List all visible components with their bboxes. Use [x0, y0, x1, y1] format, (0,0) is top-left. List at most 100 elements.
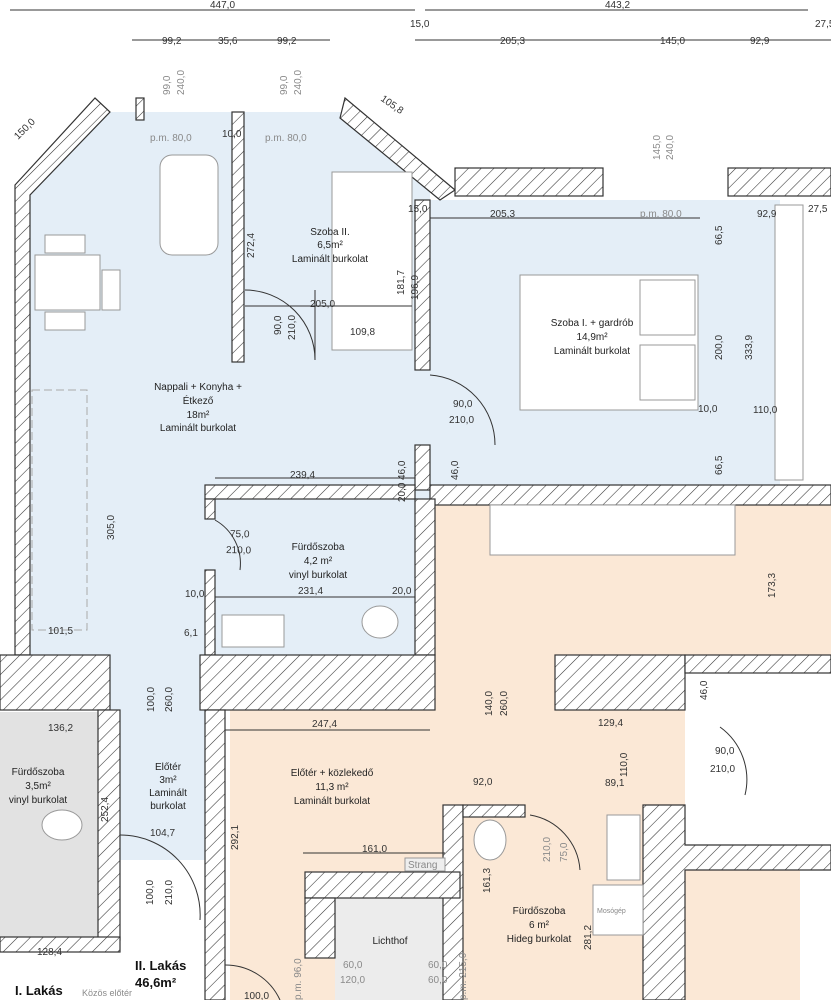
- wall: [97, 709, 121, 941]
- window-height: 240,0: [176, 70, 187, 95]
- dimension-label: 210,0: [287, 315, 298, 340]
- dimension-label: 100,0: [146, 687, 157, 712]
- wall: [414, 498, 436, 656]
- room-furdoszoba-3: Fürdőszoba 6 m² Hideg burkolat: [507, 906, 572, 945]
- washing-machine: [592, 884, 644, 936]
- dimension-label: 92,0: [473, 777, 493, 788]
- dimension-label: 66,5: [714, 455, 725, 475]
- dimension-label: 210,0: [164, 880, 175, 905]
- dimension-label: 92,9: [757, 209, 777, 220]
- door-swing[interactable]: [214, 519, 241, 571]
- kitchen-cabinets: [489, 504, 736, 556]
- dimension-label: 181,7: [396, 270, 407, 295]
- room-name: Szoba II.: [310, 227, 349, 238]
- dimension-label: 15,0: [410, 19, 430, 30]
- dimension-label: 305,0: [106, 515, 117, 540]
- door-swing[interactable]: [244, 289, 316, 361]
- lichthof-label: Lichthof: [372, 936, 407, 947]
- dimension-label: 239,4: [290, 470, 315, 481]
- dimension-label: 89,1: [605, 778, 625, 789]
- kitchen-counter: [31, 389, 88, 631]
- dimension-label: 27,5: [815, 19, 831, 30]
- door-swing[interactable]: [719, 726, 748, 796]
- dimension-label: 101,5: [48, 626, 73, 637]
- toilet: [473, 819, 507, 861]
- right-strip-floor: [700, 200, 780, 485]
- dimension-label: 99,2: [162, 36, 182, 47]
- apartment-ii-label: II. Lakás: [135, 958, 186, 973]
- room-labels: Szoba II. 6,5m² Laminált burkolat Szoba …: [9, 227, 634, 998]
- window-height: 240,0: [665, 135, 676, 160]
- room-area: 11,3 m²: [315, 782, 349, 793]
- lichthof-floor: [335, 898, 445, 1000]
- door-swing[interactable]: [529, 814, 581, 871]
- window-width: 145,0: [652, 135, 663, 160]
- dimension-label: 145,0: [660, 36, 685, 47]
- room-eloter-kozlekedo: Előtér + közlekedő 11,3 m² Laminált burk…: [291, 768, 374, 807]
- room-floor: Laminált: [149, 788, 187, 799]
- wall: [204, 709, 226, 1000]
- wall: [727, 167, 831, 197]
- wall: [304, 871, 461, 899]
- dimension-label: 60,0: [343, 960, 363, 971]
- dimension-label: 66,5: [714, 225, 725, 245]
- wall: [339, 96, 457, 201]
- wall: [204, 484, 416, 500]
- dimension-label: 46,0: [397, 460, 408, 480]
- room-name: Előtér + közlekedő: [291, 768, 374, 779]
- wall: [454, 167, 604, 197]
- dimension-label: 99,2: [277, 36, 297, 47]
- dimension-label: 90,0: [715, 746, 735, 757]
- window-width: 99,0: [279, 75, 290, 95]
- walls: [0, 96, 831, 1000]
- wall: [0, 654, 111, 711]
- dimension-label: 443,2: [605, 0, 630, 11]
- common-hall-label: Közös előtér: [82, 988, 132, 998]
- dimension-label: 27,5: [808, 204, 828, 215]
- window-sill: p.m. 215,0: [458, 952, 469, 1000]
- washbasin: [606, 814, 641, 881]
- room-name: Nappali + Konyha +: [154, 382, 242, 393]
- room-floor: Laminált burkolat: [160, 423, 236, 434]
- room-floor: vinyl burkolat: [9, 795, 68, 806]
- toilet: [361, 605, 399, 639]
- wall: [554, 654, 686, 711]
- dimension-label: 100,0: [145, 880, 156, 905]
- strang-box: [404, 857, 446, 872]
- dimension-label: 161,0: [362, 844, 387, 855]
- washer-label: Mosógép: [597, 908, 626, 915]
- room-name: Fürdőszoba: [292, 542, 345, 553]
- dimension-label: 10,0: [222, 129, 242, 140]
- room-floor: Laminált burkolat: [292, 254, 368, 265]
- dimension-label: 20,0: [392, 586, 412, 597]
- dimension-label: 92,9: [750, 36, 770, 47]
- window-height: 240,0: [293, 70, 304, 95]
- dimension-label: 6,1: [184, 628, 198, 639]
- door-swing[interactable]: [429, 374, 496, 446]
- room-area: 18m²: [187, 410, 210, 421]
- dimension-label: 205,3: [500, 36, 525, 47]
- window-width: 99,0: [162, 75, 173, 95]
- dimension-label: 60,0: [428, 975, 448, 986]
- dimension-label: 281,2: [583, 925, 594, 950]
- wall: [204, 569, 216, 656]
- room-area: 4,2 m²: [304, 556, 333, 567]
- dimension-label: 272,4: [246, 233, 257, 258]
- wall: [304, 897, 336, 959]
- dimension-label: 46,0: [450, 460, 461, 480]
- door-swing[interactable]: [119, 834, 201, 921]
- chair: [44, 311, 86, 331]
- dimension-label: 104,7: [150, 828, 175, 839]
- dimension-label: 90,0: [273, 315, 284, 335]
- dimension-label: 210,0: [449, 415, 474, 426]
- dimension-label: 196,9: [410, 275, 421, 300]
- pillow: [639, 344, 696, 401]
- toilet: [41, 809, 83, 841]
- door-swing[interactable]: [224, 964, 281, 1000]
- pillow: [639, 279, 696, 336]
- wall: [204, 498, 216, 520]
- wall: [135, 97, 145, 121]
- dimension-label: 120,0: [340, 975, 365, 986]
- dimension-label: 333,9: [744, 335, 755, 360]
- dimension-label: 90,0: [453, 399, 473, 410]
